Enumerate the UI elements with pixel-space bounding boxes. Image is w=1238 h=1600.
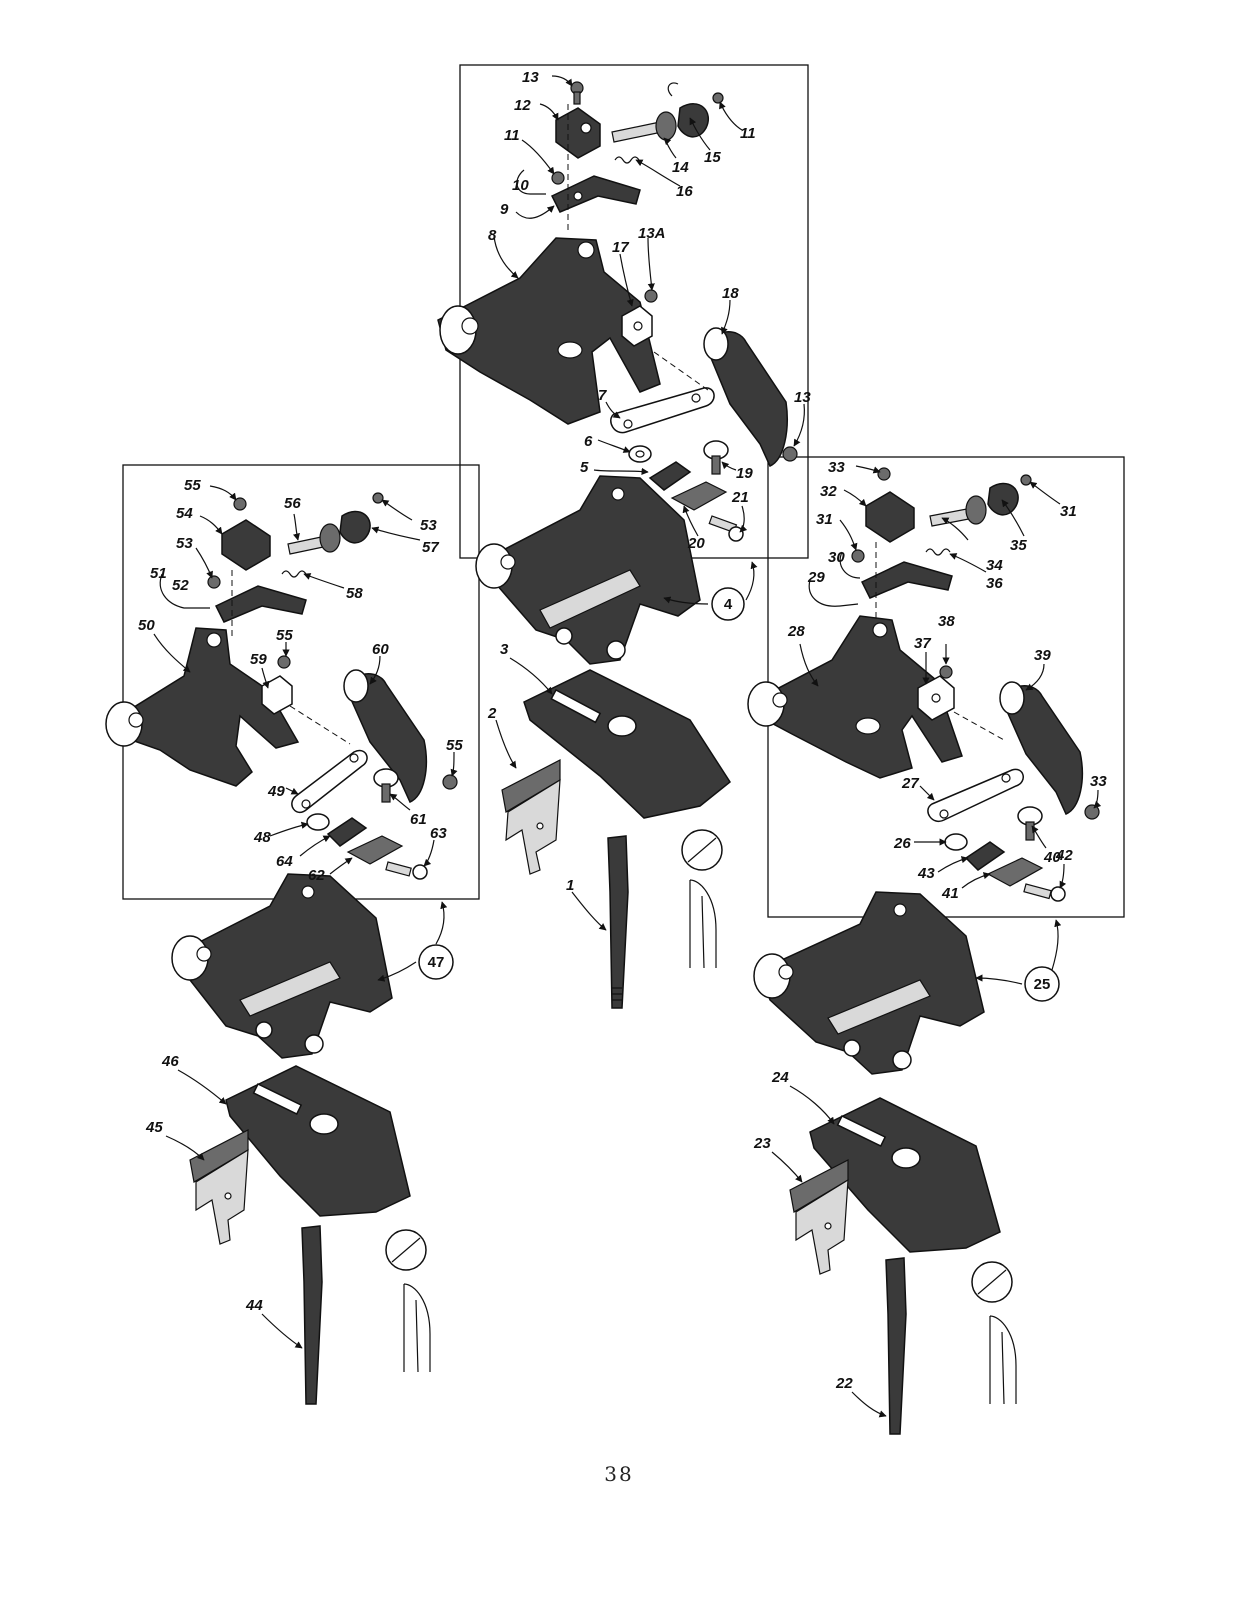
callout-leaders: [153, 75, 1102, 1418]
callout-63: 63: [430, 825, 447, 842]
callout-50: 50: [138, 617, 155, 634]
callout-51: 51: [150, 565, 167, 582]
assembly-ref-4: 4: [711, 587, 745, 621]
callout-21: 21: [731, 489, 749, 506]
callout-55c: 55: [446, 737, 463, 754]
top-group-parts: [437, 81, 798, 542]
callout-18: 18: [722, 285, 739, 302]
callout-34: 34: [986, 557, 1003, 574]
callout-33b: 33: [1090, 773, 1107, 790]
right-group-parts: [747, 467, 1100, 902]
callouts-top: 13 12 11 10 9 8 17 13A 18 7 6 5 19 21 20…: [488, 69, 811, 552]
callout-53b: 53: [176, 535, 193, 552]
callout-57: 57: [422, 539, 439, 556]
callout-56: 56: [284, 495, 301, 512]
callout-8: 8: [488, 227, 497, 244]
center-lower-parts: [501, 669, 731, 1009]
callout-62: 62: [308, 867, 325, 884]
callout-11b: 11: [740, 125, 756, 142]
callout-13: 13: [522, 69, 539, 86]
callout-10: 10: [512, 177, 529, 194]
assembly-25: [753, 891, 985, 1075]
callout-17: 17: [612, 239, 629, 256]
callouts-lower: 3 2 1 46 45 44 24 23 22: [145, 641, 853, 1392]
callout-61: 61: [410, 811, 427, 828]
page-number: 38: [604, 1462, 634, 1486]
callout-15: 15: [704, 149, 721, 166]
callout-40: 40: [1043, 849, 1061, 866]
assembly-4: [475, 475, 701, 665]
assembly-ref-47-label: 47: [428, 954, 445, 971]
callout-14: 14: [672, 159, 689, 176]
callout-55: 55: [184, 477, 201, 494]
callout-44: 44: [245, 1297, 263, 1314]
assembly-ref-25: 25: [1024, 966, 1060, 1002]
left-lower-parts: [189, 1065, 431, 1405]
assembly-ref-4-label: 4: [724, 596, 733, 613]
assembly-ref-25-label: 25: [1034, 976, 1051, 993]
callout-58: 58: [346, 585, 363, 602]
right-lower-parts: [789, 1097, 1017, 1435]
callout-11: 11: [504, 127, 520, 144]
callout-26: 26: [893, 835, 911, 852]
callout-48: 48: [253, 829, 271, 846]
callout-30: 30: [828, 549, 845, 566]
callout-24: 24: [771, 1069, 789, 1086]
callout-35: 35: [1010, 537, 1027, 554]
callout-54: 54: [176, 505, 193, 522]
callout-29: 29: [807, 569, 825, 586]
left-group-parts: [105, 492, 458, 880]
callout-13A: 13A: [638, 225, 666, 242]
callouts-left: 55 54 56 53 57 53 51 52 58 50 59 55 60 5…: [138, 477, 463, 884]
callout-33: 33: [828, 459, 845, 476]
callout-9: 9: [500, 201, 509, 218]
callout-28: 28: [787, 623, 805, 640]
callout-52: 52: [172, 577, 189, 594]
callout-31: 31: [816, 511, 833, 528]
callout-19: 19: [736, 465, 753, 482]
callout-36: 36: [986, 575, 1003, 592]
callout-38: 38: [938, 613, 955, 630]
callout-55b: 55: [276, 627, 293, 644]
callout-59: 59: [250, 651, 267, 668]
callout-39: 39: [1034, 647, 1051, 664]
callout-22: 22: [835, 1375, 853, 1392]
callout-7: 7: [598, 387, 607, 404]
callout-53: 53: [420, 517, 437, 534]
callout-37: 37: [914, 635, 931, 652]
callout-27: 27: [901, 775, 919, 792]
callout-41: 41: [941, 885, 959, 902]
callout-20: 20: [687, 535, 705, 552]
callout-23: 23: [753, 1135, 771, 1152]
callout-3: 3: [500, 641, 509, 658]
callout-49: 49: [267, 783, 285, 800]
callout-13b: 13: [794, 389, 811, 406]
callout-31b: 31: [1060, 503, 1077, 520]
callout-46: 46: [161, 1053, 179, 1070]
callout-2: 2: [487, 705, 497, 722]
callout-1: 1: [566, 877, 574, 894]
callout-16: 16: [676, 183, 693, 200]
callout-42: 42: [1055, 847, 1073, 864]
callout-32: 32: [820, 483, 837, 500]
assembly-47: [171, 873, 393, 1059]
callout-43: 43: [917, 865, 935, 882]
callout-64: 64: [276, 853, 293, 870]
callout-5: 5: [580, 459, 589, 476]
callout-12: 12: [514, 97, 531, 114]
callout-60: 60: [372, 641, 389, 658]
callout-45: 45: [145, 1119, 163, 1136]
callout-6: 6: [584, 433, 593, 450]
assembly-ref-47: 47: [418, 944, 454, 980]
callouts-right: 33 32 31 30 29 34 35 31 36 28 37 38 39 2…: [787, 459, 1107, 902]
